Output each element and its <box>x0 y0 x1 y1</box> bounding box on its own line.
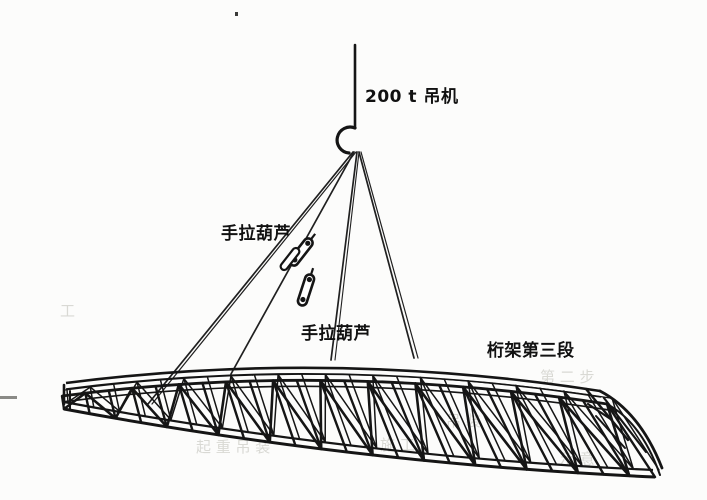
truss-member <box>557 395 580 475</box>
truss-segment-label: 桁架第三段 <box>487 341 575 361</box>
truss-member <box>248 379 271 444</box>
truss-bottom-chord-outer <box>63 407 656 479</box>
truss-member <box>342 379 374 457</box>
truss-right-end-tail <box>584 387 664 476</box>
truss-member <box>414 382 451 465</box>
truss-member <box>319 379 349 454</box>
truss-member <box>130 386 169 429</box>
ghost-text: 第 二 步 <box>540 368 595 386</box>
truss-member <box>271 379 323 451</box>
arched-truss-icon <box>60 366 664 479</box>
truss-member <box>217 380 228 437</box>
truss-member <box>84 391 117 420</box>
truss-member <box>461 385 477 467</box>
sling-cables <box>147 151 419 405</box>
truss-member <box>485 387 528 471</box>
truss-member <box>87 383 113 388</box>
truss-member <box>366 380 426 462</box>
sling-4 <box>358 151 415 359</box>
chain-hoist-upper-secondary <box>279 246 301 272</box>
ghost-text: 工 <box>60 302 76 320</box>
truss-member <box>224 380 272 444</box>
truss-member <box>230 375 275 436</box>
truss-member <box>605 402 657 479</box>
truss-member <box>201 381 220 436</box>
truss-member <box>509 390 529 471</box>
ghost-text: 起 重 吊 装 <box>196 438 271 456</box>
truss-member <box>461 385 529 471</box>
truss-member <box>414 382 477 467</box>
truss-top-chord-front <box>61 378 608 406</box>
truss-top-chord-front2 <box>61 385 610 411</box>
truss-member <box>277 373 301 440</box>
scan-edge-mark <box>0 396 17 399</box>
truss-member <box>177 383 194 433</box>
truss-member <box>165 383 181 429</box>
truss-top-chord-rear <box>65 366 601 393</box>
truss-left-end-post <box>62 383 71 410</box>
truss-member <box>319 379 323 451</box>
truss-member <box>372 374 378 449</box>
truss-member <box>183 377 198 425</box>
sling-3b <box>334 151 360 361</box>
crane-hook-icon <box>335 43 357 155</box>
truss-member <box>230 375 249 433</box>
scan-speck <box>235 12 238 16</box>
truss-member <box>154 385 169 429</box>
truss-member <box>64 386 89 391</box>
truss-member <box>611 397 660 471</box>
truss-member <box>221 375 232 429</box>
truss-member <box>183 377 224 429</box>
chain-hoist-label-lower: 手拉葫芦 <box>301 324 371 344</box>
truss-member <box>372 374 404 452</box>
chain-hoist-lower <box>295 265 319 308</box>
truss-member <box>89 386 95 408</box>
truss-member <box>366 380 374 457</box>
sling-1b <box>151 151 357 405</box>
sling-4b <box>360 151 419 359</box>
truss-member <box>563 390 635 470</box>
truss-member <box>224 380 246 440</box>
truss-member <box>438 383 477 467</box>
chain-hoist-label-upper: 手拉葫芦 <box>221 224 291 244</box>
sling-1 <box>147 151 354 405</box>
sling-3 <box>330 151 358 361</box>
truss-member <box>509 390 580 475</box>
truss-member <box>581 399 631 477</box>
crane-label: 200 t 吊机 <box>365 87 459 107</box>
truss-member <box>107 389 117 420</box>
truss-member <box>414 382 426 462</box>
truss-member <box>319 379 374 457</box>
truss-member <box>277 373 326 443</box>
truss-member <box>268 379 275 444</box>
truss-member <box>177 383 220 437</box>
truss-top-chord-rear2 <box>65 372 602 398</box>
truss-member <box>84 391 91 415</box>
truss-member <box>557 395 631 478</box>
truss-member <box>509 390 554 473</box>
truss-member <box>271 379 297 447</box>
truss-member <box>366 380 400 459</box>
truss-member <box>461 385 503 469</box>
truss-member <box>557 395 605 476</box>
truss-member <box>295 379 323 451</box>
truss-member <box>390 381 426 462</box>
truss-member <box>324 373 352 446</box>
truss-member <box>533 392 580 475</box>
truss-member <box>111 381 136 386</box>
